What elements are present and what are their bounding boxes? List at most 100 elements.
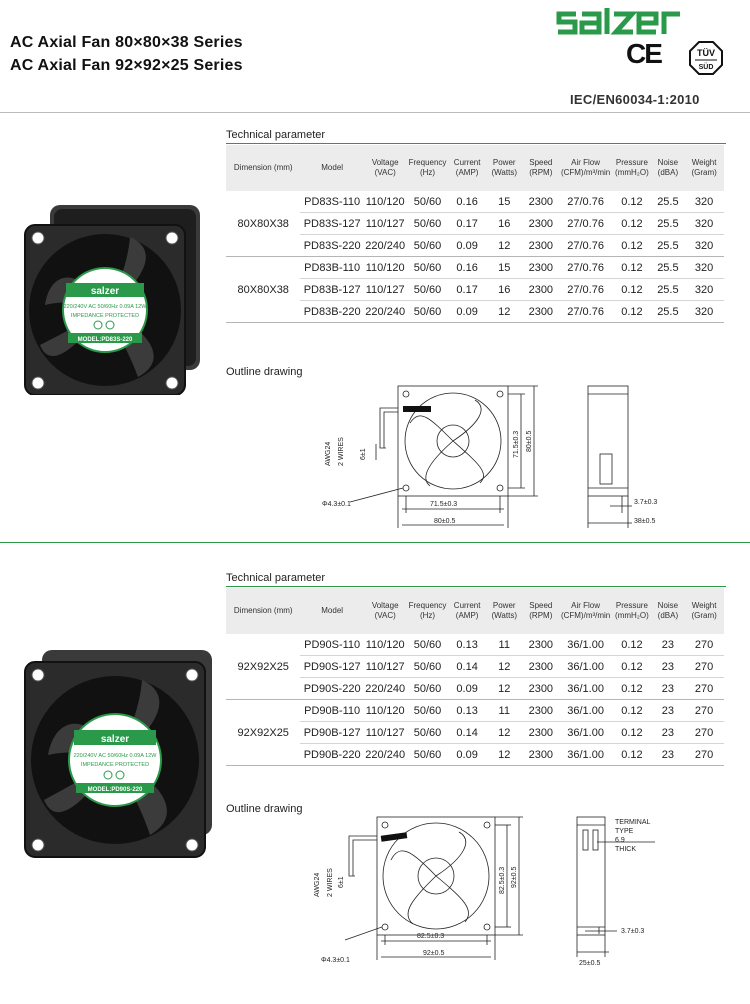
- salzer-logo: salzer: [556, 8, 680, 35]
- column-header: Dimension (mm): [226, 588, 301, 634]
- value-cell: 270: [684, 721, 724, 744]
- svg-text:IMPEDANCE PROTECTED: IMPEDANCE PROTECTED: [71, 313, 139, 319]
- standard-label: IEC/EN60034-1:2010: [570, 92, 700, 107]
- dimension-cell: 92X92X25: [226, 699, 301, 766]
- value-cell: 50/60: [406, 743, 449, 766]
- value-cell: 110/127: [363, 721, 407, 744]
- value-cell: 2300: [522, 278, 559, 301]
- value-cell: 2300: [522, 234, 559, 257]
- svg-text:AWG24: AWG24: [314, 873, 321, 897]
- value-cell: 50/60: [406, 212, 449, 235]
- value-cell: 50/60: [406, 300, 449, 323]
- column-header: Frequency (Hz): [406, 145, 449, 191]
- value-cell: 2300: [522, 634, 559, 656]
- value-cell: 2300: [522, 212, 559, 235]
- value-cell: 23: [651, 655, 685, 678]
- svg-text:3.7±0.3: 3.7±0.3: [621, 928, 644, 935]
- value-cell: 50/60: [406, 721, 449, 744]
- value-cell: 220/240: [363, 234, 407, 257]
- svg-text:SÜD: SÜD: [699, 62, 714, 71]
- value-cell: 0.17: [448, 212, 486, 235]
- value-cell: 220/240: [363, 300, 407, 323]
- value-cell: 50/60: [406, 634, 449, 656]
- value-cell: 23: [651, 699, 685, 722]
- value-cell: 50/60: [406, 191, 449, 213]
- svg-text:IMPEDANCE PROTECTED: IMPEDANCE PROTECTED: [81, 762, 149, 768]
- svg-text:THICK: THICK: [615, 846, 636, 853]
- value-cell: 320: [684, 300, 724, 323]
- value-cell: 27/0.76: [558, 256, 613, 279]
- value-cell: 110/127: [363, 278, 407, 301]
- section-divider-2: [226, 586, 726, 587]
- header-divider: [0, 112, 750, 113]
- value-cell: 2300: [522, 655, 559, 678]
- outline-drawing-label-1: Outline drawing: [226, 366, 303, 378]
- value-cell: 220/240: [363, 677, 407, 700]
- value-cell: 23: [651, 677, 685, 700]
- value-cell: 50/60: [406, 655, 449, 678]
- value-cell: 0.09: [448, 234, 486, 257]
- value-cell: 0.16: [448, 191, 486, 213]
- technical-parameter-label-1: Technical parameter: [226, 129, 326, 141]
- value-cell: 27/0.76: [558, 234, 613, 257]
- svg-text:TÜV: TÜV: [697, 48, 715, 58]
- value-cell: 110/120: [363, 634, 407, 656]
- value-cell: 0.14: [448, 655, 486, 678]
- value-cell: 12: [485, 234, 523, 257]
- value-cell: 27/0.76: [558, 278, 613, 301]
- value-cell: 2300: [522, 300, 559, 323]
- value-cell: 50/60: [406, 699, 449, 722]
- value-cell: 27/0.76: [558, 300, 613, 323]
- column-header: Speed (RPM): [522, 145, 559, 191]
- outline-drawing-80x80x38: AWG24 2 WIRES 6±1 Φ4.3±0.1 71.5±0.3 80±0…: [322, 385, 657, 528]
- value-cell: 270: [684, 677, 724, 700]
- value-cell: 23: [651, 743, 685, 766]
- value-cell: 36/1.00: [558, 699, 613, 722]
- svg-text:82.5±0.3: 82.5±0.3: [417, 933, 444, 940]
- value-cell: 0.12: [612, 212, 652, 235]
- dimension-cell: 80X80X38: [226, 191, 301, 257]
- column-header: Noise (dBA): [651, 145, 685, 191]
- value-cell: 11: [485, 634, 523, 656]
- value-cell: 220/240: [363, 743, 407, 766]
- value-cell: 0.12: [612, 278, 652, 301]
- svg-text:92±0.5: 92±0.5: [423, 950, 444, 957]
- value-cell: 0.13: [448, 634, 486, 656]
- dimension-cell: 92X92X25: [226, 634, 301, 700]
- value-cell: 0.12: [612, 655, 652, 678]
- column-header: Pressure (mmH₂O): [612, 588, 652, 634]
- svg-text:TERMINAL: TERMINAL: [615, 819, 651, 826]
- model-cell: PD83S-220: [300, 234, 364, 257]
- value-cell: 320: [684, 212, 724, 235]
- svg-text:MODEL:PD90S-220: MODEL:PD90S-220: [88, 787, 143, 793]
- value-cell: 110/120: [363, 699, 407, 722]
- column-header: Current (AMP): [448, 588, 486, 634]
- value-cell: 0.12: [612, 677, 652, 700]
- value-cell: 12: [485, 743, 523, 766]
- svg-text:2 WIRES: 2 WIRES: [327, 868, 334, 897]
- svg-text:2 WIRES: 2 WIRES: [338, 437, 345, 466]
- svg-text:220/240V AC 50/60Hz 0.09A 12W: 220/240V AC 50/60Hz 0.09A 12W: [64, 304, 148, 310]
- value-cell: 12: [485, 677, 523, 700]
- value-cell: 23: [651, 634, 685, 656]
- value-cell: 25.5: [651, 256, 685, 279]
- value-cell: 320: [684, 256, 724, 279]
- svg-text:salzer: salzer: [91, 286, 119, 297]
- value-cell: 36/1.00: [558, 655, 613, 678]
- value-cell: 50/60: [406, 677, 449, 700]
- value-cell: 270: [684, 634, 724, 656]
- value-cell: 0.14: [448, 721, 486, 744]
- value-cell: 0.12: [612, 634, 652, 656]
- svg-text:92±0.5: 92±0.5: [511, 867, 518, 888]
- value-cell: 36/1.00: [558, 721, 613, 744]
- value-cell: 12: [485, 655, 523, 678]
- ce-mark: CE: [626, 38, 663, 69]
- title-line-2: AC Axial Fan 92×92×25 Series: [10, 57, 243, 74]
- value-cell: 2300: [522, 721, 559, 744]
